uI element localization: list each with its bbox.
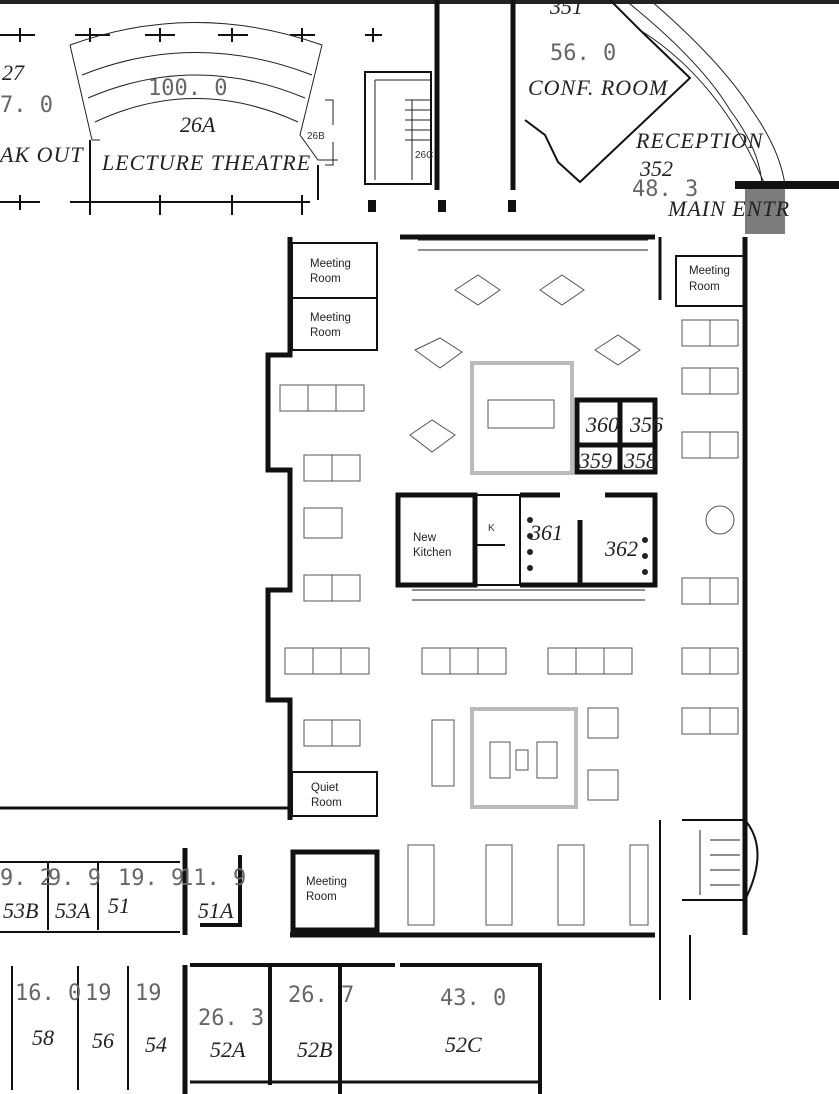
meeting-room-4[interactable]: Meeting Room	[290, 849, 380, 933]
kitchen-label: Kitchen	[413, 547, 451, 559]
room-51a-area: 11. 9	[180, 866, 246, 891]
reception-name: RECEPTION	[635, 128, 764, 153]
meeting-room-2[interactable]: Meeting Room	[291, 297, 378, 351]
kitchen-label: New	[413, 532, 437, 544]
room-53b-number: 53B	[3, 898, 38, 923]
lecture-theatre-name: LECTURE THEATRE	[101, 150, 311, 175]
column-marks	[0, 28, 382, 215]
room-52b-area: 26. 7	[288, 983, 354, 1008]
top-border	[0, 0, 839, 4]
lecture-theatre-number: 26A	[180, 112, 216, 137]
room-26b-label: 26B	[307, 131, 325, 142]
room-53b-area: 9. 2	[0, 866, 53, 891]
washroom-362: 362	[604, 536, 638, 561]
collab-zone-2	[470, 707, 578, 809]
lounge-seating	[489, 741, 558, 779]
room-27-area: 7. 0	[0, 93, 53, 118]
quiet-room-label: Quiet	[311, 782, 339, 794]
lecture-theatre[interactable]: 100. 0 26A LECTURE THEATRE 26B	[69, 22, 338, 201]
washroom-360: 360	[585, 412, 619, 437]
quiet-room[interactable]: Quiet Room	[291, 771, 378, 817]
room-52a-number: 52A	[210, 1037, 246, 1062]
meeting-room-label: Room	[689, 281, 720, 293]
reception-area: 48. 3	[632, 177, 698, 202]
room-52a-area: 26. 3	[198, 1006, 264, 1031]
room-27[interactable]: 27 7. 0 AK OUT	[0, 60, 84, 167]
workstation-pods	[409, 274, 641, 453]
room-54-area: 19	[135, 981, 162, 1006]
meeting-room-label: Room	[310, 327, 341, 339]
meeting-room-label: Meeting	[310, 312, 351, 324]
columns	[368, 200, 516, 212]
meeting-room-3[interactable]: Meeting Room	[675, 255, 745, 307]
meeting-room-label: Meeting	[310, 258, 351, 270]
kitchen-k-label: K	[488, 523, 495, 534]
desk-groups	[279, 319, 739, 926]
office-walls	[0, 234, 748, 938]
room-51-area: 19. 9	[118, 866, 184, 891]
room-27-number: 27	[2, 60, 25, 85]
room-53a-number: 53A	[55, 898, 91, 923]
room-52c-number: 52C	[445, 1032, 482, 1057]
room-51a-number: 51A	[198, 898, 234, 923]
meeting-room-label: Meeting	[306, 876, 347, 888]
washroom-358: 358	[623, 448, 657, 473]
room-54-number: 54	[145, 1032, 167, 1057]
kitchen[interactable]: New Kitchen K	[395, 492, 521, 588]
room-51-number: 51	[108, 893, 130, 918]
conf-room-number: 351	[549, 0, 583, 19]
meeting-room-label: Meeting	[689, 265, 730, 277]
room-52c-area: 43. 0	[440, 986, 506, 1011]
meeting-table	[487, 399, 555, 429]
lower-wing-walls	[0, 848, 542, 1094]
room-56-number: 56	[92, 1028, 114, 1053]
meeting-room-label: Room	[306, 891, 337, 903]
conf-room-name: CONF. ROOM	[528, 75, 669, 100]
quiet-room-label: Room	[311, 797, 342, 809]
printer-units	[303, 507, 619, 801]
window-strip-2	[412, 589, 645, 601]
lecture-theatre-area: 100. 0	[148, 76, 227, 101]
room-58-area: 16. 0	[15, 981, 81, 1006]
right-stair	[659, 819, 759, 1000]
room-56-area: 19	[85, 981, 112, 1006]
lower-rooms: 9. 2 53B 9. 9 53A 19. 9 51 11. 9 51A 16.…	[0, 866, 506, 1062]
conf-room-area: 56. 0	[550, 41, 616, 66]
room-27-name: AK OUT	[0, 142, 84, 167]
main-entrance-label: MAIN ENTR	[667, 196, 790, 221]
room-52b-number: 52B	[297, 1037, 332, 1062]
meeting-room-1[interactable]: Meeting Room	[291, 242, 378, 299]
core-walls	[434, 0, 516, 190]
washroom-359: 359	[578, 448, 612, 473]
reception-number: 352	[639, 156, 673, 181]
room-53a-area: 9. 9	[48, 866, 101, 891]
washroom-356: 356	[629, 412, 663, 437]
washroom-361: 361	[529, 520, 563, 545]
window-strip	[418, 239, 648, 251]
meeting-room-label: Room	[310, 273, 341, 285]
conf-room[interactable]: 351 56. 0 CONF. ROOM	[524, 0, 692, 184]
reception[interactable]: RECEPTION 352 48. 3 MAIN ENTR	[624, 0, 839, 234]
collab-zone-1	[470, 361, 574, 475]
washrooms[interactable]: 360 356 359 358 361 362	[520, 397, 663, 588]
stair-number: 26C	[415, 150, 433, 161]
room-58-number: 58	[32, 1025, 54, 1050]
stair-26c: 26C	[364, 71, 433, 185]
